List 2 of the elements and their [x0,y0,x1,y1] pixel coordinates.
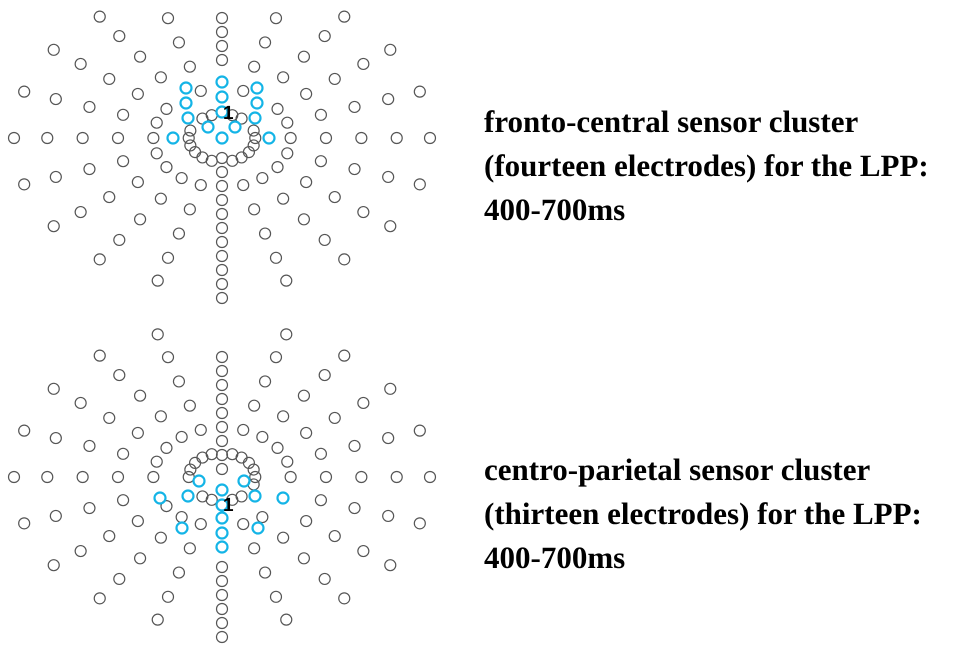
cluster-caption: fronto-central sensor cluster (fourteen electrodes) for the LPP: 400-700ms [484,103,930,229]
cluster-caption: centro-parietal sensor cluster (thirteen electrodes) for the LPP: 400-700ms [484,451,923,577]
